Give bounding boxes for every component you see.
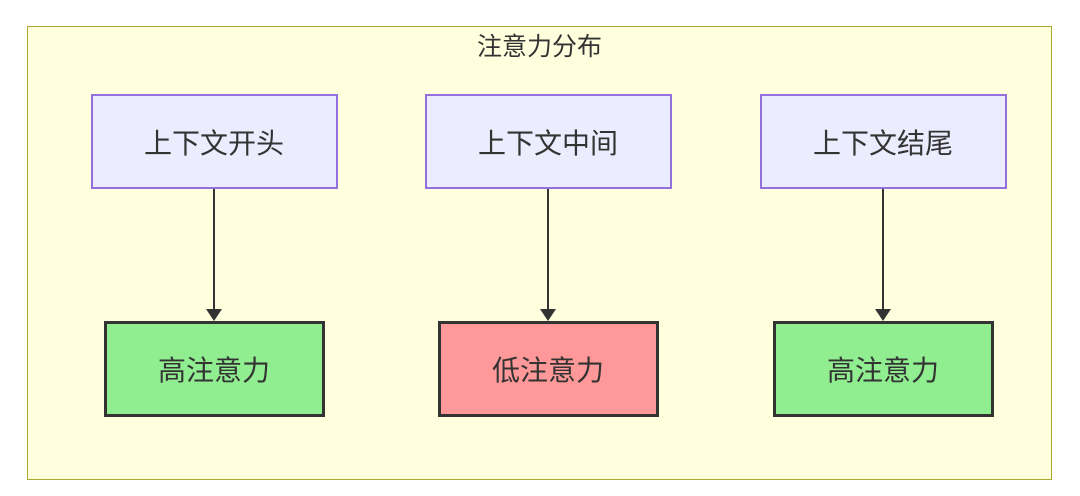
- flow-column-context-start: 上下文开头 高注意力: [90, 94, 338, 417]
- arrow-head-icon: [875, 309, 891, 321]
- node-context-middle: 上下文中间: [424, 94, 672, 189]
- node-attention-high-1: 高注意力: [103, 321, 325, 417]
- cluster-title: 注意力分布: [476, 33, 602, 61]
- arrow-context-end-to-high: [875, 189, 891, 321]
- node-attention-low-label: 低注意力: [491, 355, 604, 386]
- node-attention-low: 低注意力: [437, 321, 659, 417]
- arrow-line: [547, 189, 549, 310]
- cluster-attention-distribution: 注意力分布 上下文开头 高注意力 上下文中间 低注意力: [27, 26, 1052, 480]
- arrow-context-middle-to-low: [540, 189, 556, 321]
- arrow-head-icon: [540, 309, 556, 321]
- node-context-end: 上下文结尾: [759, 94, 1007, 189]
- node-attention-high-2-label: 高注意力: [826, 355, 939, 386]
- arrow-line: [213, 189, 215, 310]
- node-context-start-label: 上下文开头: [143, 127, 284, 159]
- arrow-context-start-to-high: [206, 189, 222, 321]
- flow-column-context-end: 上下文结尾 高注意力: [759, 94, 1007, 417]
- flow-column-context-middle: 上下文中间 低注意力: [424, 94, 672, 417]
- arrow-line: [882, 189, 884, 310]
- node-attention-high-1-label: 高注意力: [157, 355, 270, 386]
- node-attention-high-2: 高注意力: [772, 321, 994, 417]
- node-context-start: 上下文开头: [90, 94, 338, 189]
- arrow-head-icon: [206, 309, 222, 321]
- node-context-middle-label: 上下文中间: [477, 127, 618, 159]
- node-context-end-label: 上下文结尾: [812, 127, 953, 159]
